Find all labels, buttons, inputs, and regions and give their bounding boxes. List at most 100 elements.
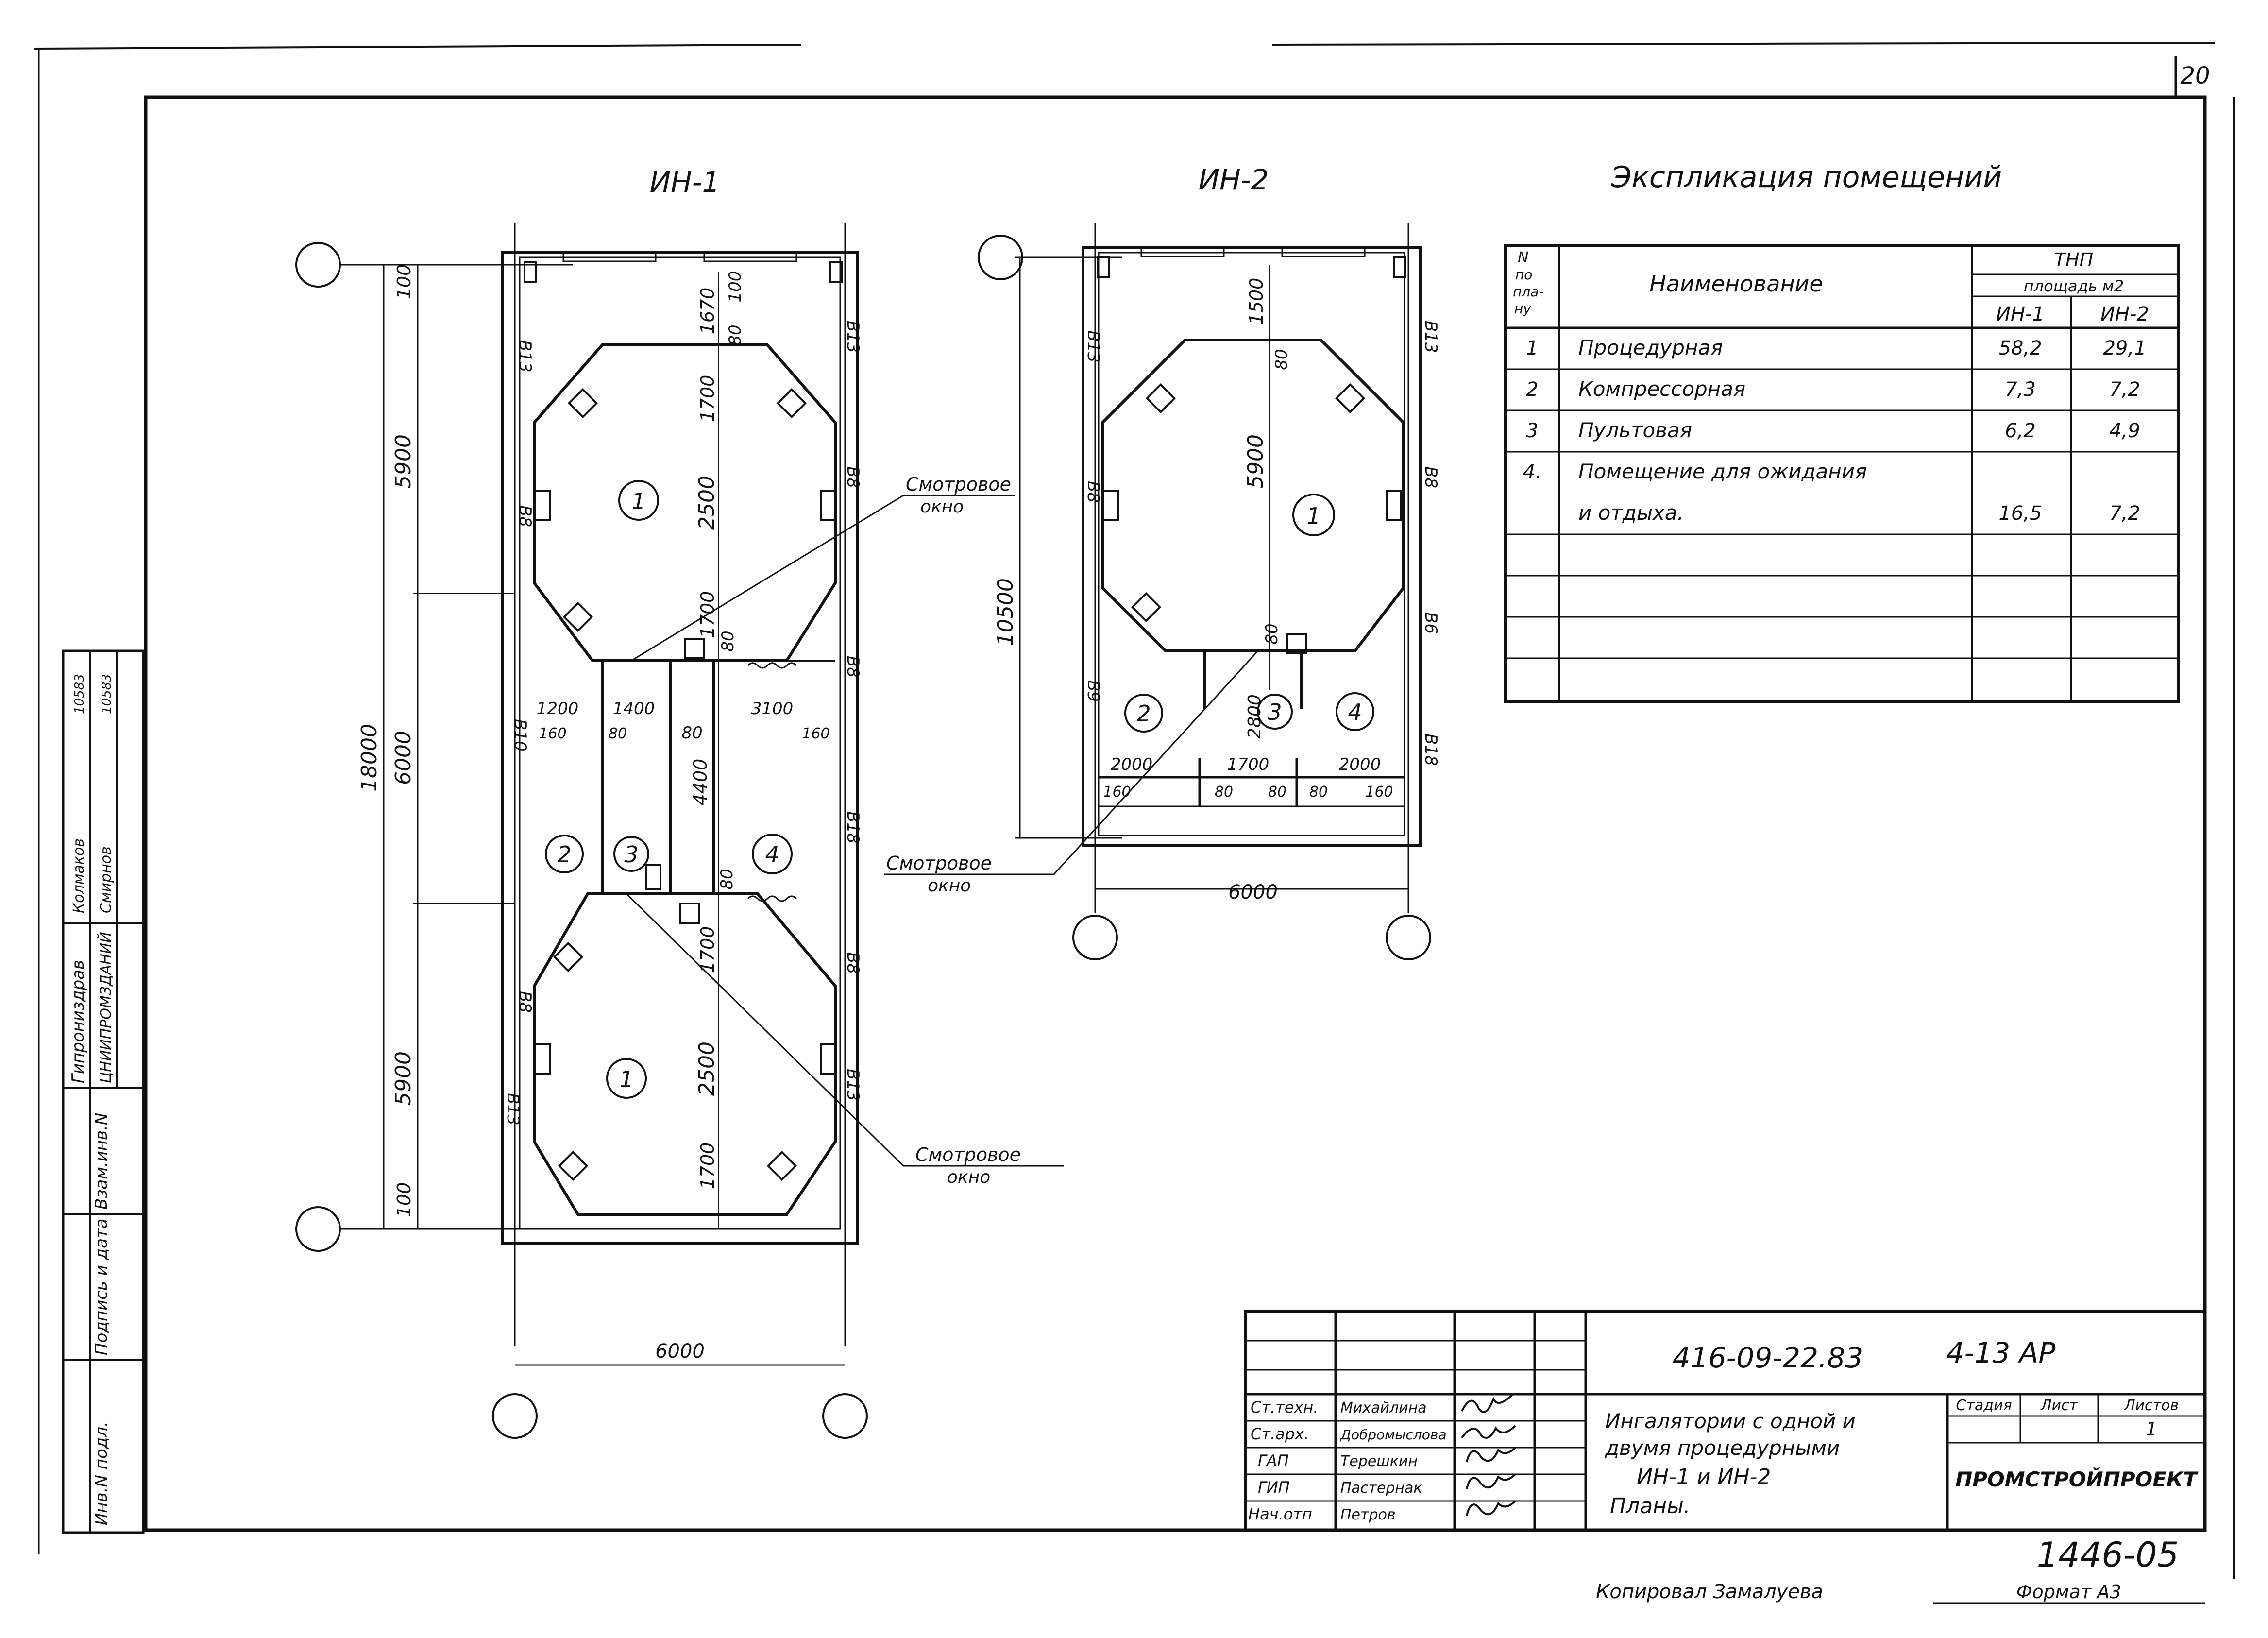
in1-room-1-top: 1 bbox=[631, 488, 645, 514]
explication-head-no-4: ну bbox=[1514, 301, 1531, 317]
in2-mid-dim-5: 160 bbox=[1103, 784, 1131, 801]
explication-row-2-in1: 7,3 bbox=[2005, 378, 2036, 401]
in1-mid-dim-9: 80 bbox=[717, 869, 737, 889]
signatures bbox=[1461, 1393, 1516, 1516]
in2-top-dim-4: 80 bbox=[1262, 623, 1282, 644]
in2-mid-dim-7: 80 bbox=[1268, 784, 1286, 801]
explication-table bbox=[1504, 244, 2180, 703]
explication-row-3-no: 3 bbox=[1526, 420, 1538, 442]
in1-mid-dim-6: 80 bbox=[609, 725, 627, 742]
sheet-label: Лист bbox=[2040, 1397, 2079, 1414]
in1-bottom-dim-2: 2500 bbox=[694, 1041, 719, 1096]
callout-3-line2: окно bbox=[947, 1167, 990, 1187]
in1-bottom-dim-3: 1700 bbox=[697, 1143, 718, 1190]
sheets-label: Листов bbox=[2124, 1397, 2179, 1414]
in1-wall-mark-8: В8 bbox=[515, 991, 535, 1013]
in1-wall-mark-7: В18 bbox=[843, 811, 863, 844]
in2-mid-dim-2: 2000 bbox=[1111, 755, 1153, 774]
in1-left-dim-2: 5900 bbox=[391, 434, 416, 489]
role-3: ГАП bbox=[1258, 1451, 1289, 1470]
in1-wall-mark-2: В13 bbox=[843, 321, 863, 353]
in1-room-4: 4 bbox=[765, 841, 779, 868]
name-1: Михайлина bbox=[1340, 1399, 1427, 1416]
in1-wall-mark-1: В13 bbox=[515, 340, 535, 373]
in1-mid-dim-5: 160 bbox=[539, 725, 566, 742]
title-line-1: Ингалятории с одной и bbox=[1605, 1409, 1856, 1433]
callout-1-line2: окно bbox=[920, 497, 964, 517]
in1-mid-dim-7: 160 bbox=[802, 725, 829, 742]
side-stamp-name2: Смирнов bbox=[98, 846, 115, 913]
explication-row-5-in1: 16,5 bbox=[1998, 502, 2042, 525]
in1-wall-mark-3: В8 bbox=[515, 505, 535, 527]
in1-left-dim-3: 6000 bbox=[391, 731, 416, 785]
explication-head-type: ТНП bbox=[2054, 249, 2093, 271]
title-line-2: двумя процедурными bbox=[1605, 1436, 1840, 1460]
role-4: ГИП bbox=[1258, 1478, 1290, 1497]
explication-title: Экспликация помещений bbox=[1611, 160, 2002, 194]
role-5: Нач.отп bbox=[1248, 1505, 1312, 1523]
in1-overall-dim: 18000 bbox=[357, 724, 382, 792]
doc-code: 416-09-22.83 bbox=[1673, 1341, 1863, 1374]
in1-room-1-bottom: 1 bbox=[619, 1066, 633, 1092]
explication-row-3-in2: 4,9 bbox=[2109, 420, 2140, 442]
in2-top-dim-2: 5900 bbox=[1243, 434, 1268, 489]
explication-head-name: Наименование bbox=[1649, 271, 1823, 297]
in1-mid-dim-4: 3100 bbox=[751, 699, 794, 718]
in1-top-dim-4: 1700 bbox=[697, 375, 718, 422]
in2-room-3: 3 bbox=[1268, 699, 1282, 725]
in2-overall-dim: 10500 bbox=[993, 578, 1018, 646]
in2-top-dim-1: 1500 bbox=[1246, 278, 1267, 325]
explication-row-5-in2: 7,2 bbox=[2109, 502, 2140, 525]
explication-head-in2: ИН-2 bbox=[2100, 303, 2149, 325]
in2-wall-mark-4: В8 bbox=[1421, 466, 1440, 488]
in2-mid-dim-8: 80 bbox=[1309, 784, 1328, 801]
title-line-4: Планы. bbox=[1610, 1494, 1691, 1519]
company-name: ПРОМСТРОЙПРОЕКТ bbox=[1955, 1467, 2199, 1491]
format: Формат А3 bbox=[2016, 1581, 2121, 1603]
callout-2-line2: окно bbox=[928, 876, 971, 896]
plan-in1: 1 2 3 4 1 18000 100 5900 6000 5900 100 6… bbox=[295, 223, 868, 1439]
in1-left-dim-5: 100 bbox=[393, 1182, 415, 1218]
plan-title-in1: ИН-1 bbox=[650, 166, 720, 199]
explication-row-1-no: 1 bbox=[1526, 337, 1538, 359]
callout-3-line1: Смотровое bbox=[915, 1144, 1021, 1165]
name-5: Петров bbox=[1340, 1506, 1396, 1523]
in1-wall-mark-6: В8 bbox=[843, 656, 863, 678]
sheet-frame bbox=[34, 42, 2235, 1604]
in1-mid-dim-2: 1400 bbox=[613, 699, 655, 718]
role-2: Ст.арх. bbox=[1251, 1425, 1309, 1443]
explication-row-1-name: Процедурная bbox=[1578, 336, 1723, 359]
in1-mid-dim-1: 1200 bbox=[537, 699, 579, 718]
in1-wall-mark-11: В13 bbox=[843, 1069, 863, 1101]
title-line-3: ИН-1 и ИН-2 bbox=[1637, 1465, 1771, 1489]
in2-wall-mark-1: В13 bbox=[1083, 330, 1103, 363]
explication-row-4-no: 4. bbox=[1523, 461, 1541, 483]
explication-head-no-2: по bbox=[1515, 267, 1532, 283]
explication-row-4-name: Помещение для ожидания bbox=[1578, 460, 1867, 483]
in1-mid-dim-3: 80 bbox=[681, 723, 702, 743]
sheet-code: 4-13 АР bbox=[1946, 1336, 2056, 1369]
plan-title-in2: ИН-2 bbox=[1199, 163, 1269, 196]
in1-top-dim-7: 80 bbox=[718, 631, 738, 651]
side-stamp-org2: ЦНИИПРОМЗДАНИЙ bbox=[97, 932, 115, 1083]
side-stamp-code1: 10583 bbox=[72, 674, 87, 714]
side-stamp-org1: Гипрониздрав bbox=[68, 960, 88, 1083]
explication-head-no-1: N bbox=[1518, 249, 1528, 266]
in2-wall-mark-6: В9 bbox=[1083, 680, 1103, 702]
in1-top-dim-3: 80 bbox=[726, 324, 745, 345]
in1-room-2: 2 bbox=[557, 841, 571, 868]
copied-by: Копировал Замалуева bbox=[1596, 1581, 1823, 1603]
name-2: Добромыслова bbox=[1339, 1427, 1447, 1443]
in2-mid-dim-9: 160 bbox=[1365, 784, 1393, 801]
callout-2-line1: Смотровое bbox=[886, 853, 992, 874]
side-stamp-code2: 10583 bbox=[100, 674, 114, 714]
explication-row-3-name: Пультовая bbox=[1578, 418, 1692, 442]
in2-wall-mark-2: В13 bbox=[1421, 321, 1440, 353]
explication-row-2-no: 2 bbox=[1526, 378, 1538, 401]
name-4: Пастернак bbox=[1340, 1480, 1422, 1497]
side-stamp: Гипрониздрав ЦНИИПРОМЗДАНИЙ Колмаков Сми… bbox=[62, 649, 145, 1534]
explication-row-5-name: и отдыха. bbox=[1578, 501, 1684, 525]
in1-width-dim: 6000 bbox=[655, 1340, 705, 1363]
explication-row-2-in2: 7,2 bbox=[2109, 378, 2140, 401]
